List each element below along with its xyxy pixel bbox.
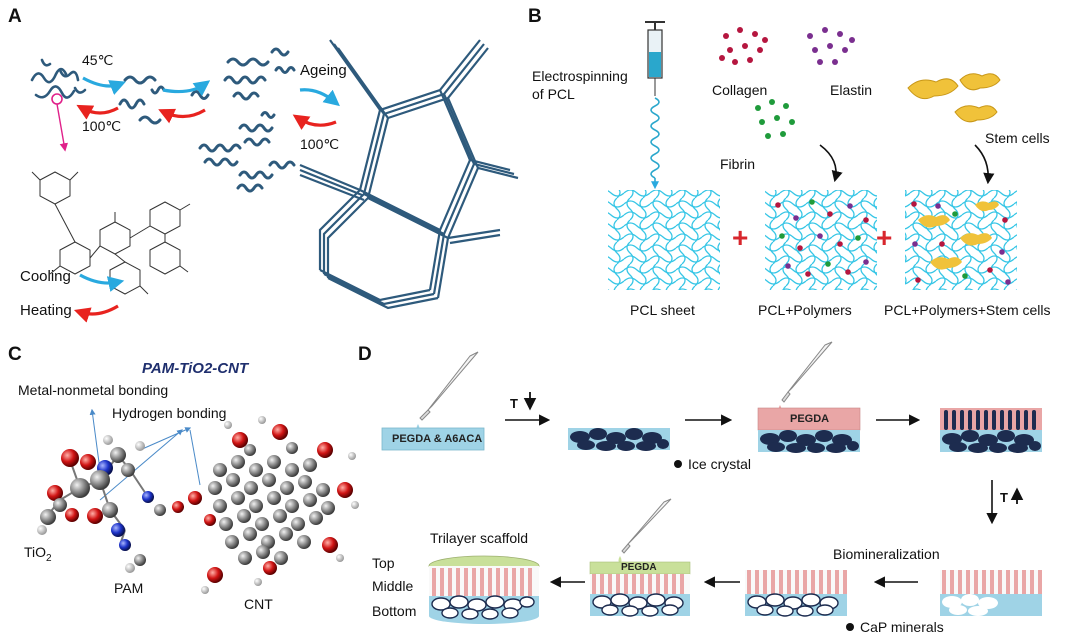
panel-d-label: D <box>358 344 372 365</box>
electrospinning-label-line1: Electrospinning <box>532 68 628 84</box>
tio2-label-text: TiO <box>24 544 47 560</box>
top-layer-label: Top <box>372 555 395 571</box>
t-up-label: T <box>1000 490 1008 505</box>
pcl-polymers-stem-label: PCL+Polymers+Stem cells <box>884 302 1051 318</box>
plus-sign-1: + <box>732 222 749 253</box>
legend-cooling-label: Cooling <box>20 268 71 285</box>
pam-label: PAM <box>114 580 144 596</box>
pegda-a6aca-label: PEGDA & A6ACA <box>392 433 483 445</box>
middle-layer-label: Middle <box>372 578 414 594</box>
t-down-label: T <box>510 396 518 411</box>
collagen-label: Collagen <box>712 82 768 98</box>
panel-a-label: A <box>8 6 22 27</box>
panel-d-artwork <box>381 341 1042 631</box>
panel-a-artwork <box>30 39 519 323</box>
panel-c-label: C <box>8 344 22 365</box>
panel-b-label: B <box>528 6 542 27</box>
tio2-label-sub: 2 <box>46 552 52 564</box>
metal-nonmetal-bonding-label: Metal-nonmetal bonding <box>18 382 169 398</box>
electrospinning-label-line2: of PCL <box>532 86 575 102</box>
hydrogen-bonding-label: Hydrogen bonding <box>112 405 227 421</box>
pcl-polymers-stem-mesh <box>905 190 1017 290</box>
pegda-a6aca-layer <box>381 427 485 451</box>
ageing-label: Ageing <box>300 62 347 79</box>
pcl-polymers-label: PCL+Polymers <box>758 302 852 318</box>
stem-cells-label: Stem cells <box>985 130 1050 146</box>
panel-c-title: PAM-TiO2-CNT <box>142 360 249 377</box>
pegda-label-2: PEGDA <box>621 562 657 573</box>
fibrin-label: Fibrin <box>720 156 756 172</box>
cnt-label: CNT <box>244 596 273 612</box>
ice-crystal-label: Ice crystal <box>688 456 752 472</box>
temp-45-label: 45℃ <box>82 52 114 68</box>
pcl-sheet-label: PCL sheet <box>630 302 695 318</box>
panel-b-artwork <box>608 21 1017 290</box>
temp-100-left-label: 100℃ <box>82 118 122 134</box>
legend-heating-label: Heating <box>20 302 72 319</box>
plus-sign-2: + <box>876 222 893 253</box>
cap-minerals-label: CaP minerals <box>860 619 944 635</box>
temp-100-right-label: 100℃ <box>300 136 340 152</box>
pegda-label-1: PEGDA <box>790 413 830 425</box>
pcl-polymers-mesh <box>765 190 877 290</box>
bottom-layer-label: Bottom <box>372 603 417 619</box>
pcl-sheet-mesh <box>608 190 720 290</box>
tio2-label: TiO2 <box>24 544 52 564</box>
biomineralization-label: Biomineralization <box>833 546 940 562</box>
trilayer-scaffold-label: Trilayer scaffold <box>430 530 529 546</box>
panel-c-artwork <box>37 408 359 594</box>
elastin-label: Elastin <box>830 82 873 98</box>
